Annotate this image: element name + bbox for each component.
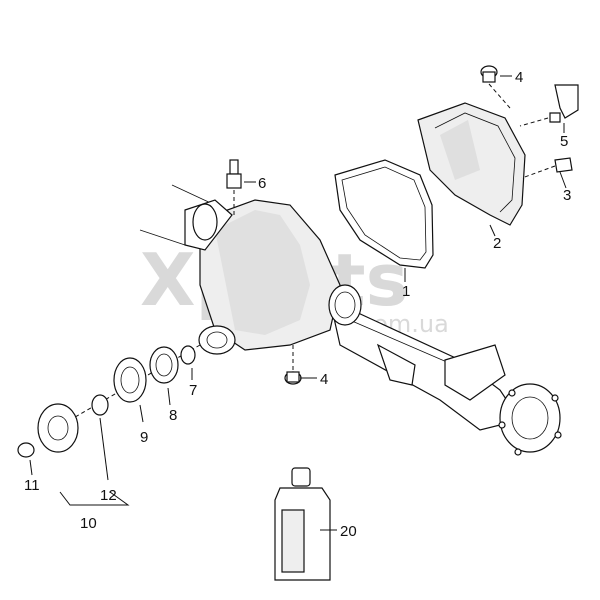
cover-gasket bbox=[334, 159, 434, 269]
callout-10: 10 bbox=[80, 515, 97, 532]
pinion-components bbox=[17, 344, 201, 458]
callout-11: 11 bbox=[24, 477, 40, 494]
callouts: 1 2 3 4 4 5 6 7 8 9 10 11 12 20 bbox=[24, 69, 571, 540]
callout-4-lower: 4 bbox=[320, 371, 328, 388]
callout-1: 1 bbox=[402, 283, 410, 300]
callout-7: 7 bbox=[189, 382, 197, 399]
bracket-and-bolts bbox=[519, 84, 579, 179]
callout-6: 6 bbox=[258, 175, 266, 192]
leader-lines bbox=[29, 75, 567, 531]
callout-20: 20 bbox=[340, 523, 357, 540]
callout-8: 8 bbox=[169, 407, 177, 424]
callout-9: 9 bbox=[140, 429, 148, 446]
breather-valve bbox=[226, 159, 242, 215]
callout-5: 5 bbox=[560, 133, 568, 150]
callout-3: 3 bbox=[563, 187, 571, 204]
plug-upper bbox=[480, 65, 511, 109]
oil-bottle bbox=[274, 467, 331, 581]
callout-12: 12 bbox=[100, 487, 117, 504]
plug-lower bbox=[284, 345, 302, 385]
callout-2: 2 bbox=[493, 235, 501, 252]
callout-4-upper: 4 bbox=[515, 69, 523, 86]
differential-cover bbox=[417, 102, 526, 226]
axle-housing bbox=[139, 184, 562, 456]
